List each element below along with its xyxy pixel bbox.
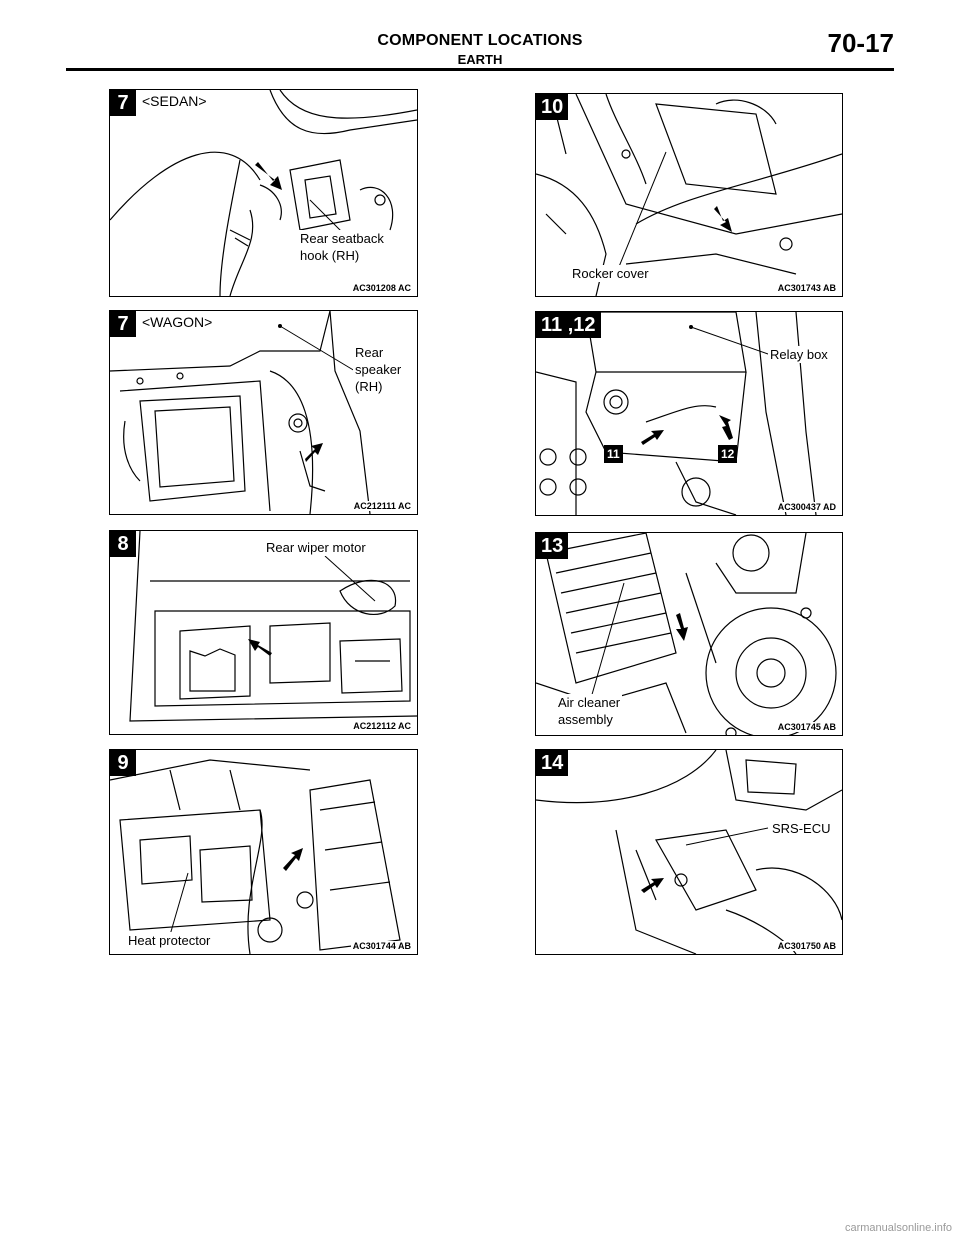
callout-rocker-cover: Rocker cover: [570, 265, 651, 282]
illustration-rear-seatback: [110, 90, 417, 296]
figure-number-badge: 11 ,12: [536, 312, 601, 338]
arrow-icon: [255, 162, 282, 190]
arrow-icon: [719, 415, 733, 440]
figure-number-badge: 9: [110, 750, 136, 776]
figure-code: AC300437 AD: [775, 502, 838, 512]
callout-rear-speaker: Rear speaker (RH): [353, 344, 404, 395]
arrow-icon: [248, 639, 272, 656]
figure-number-badge: 8: [110, 531, 136, 557]
arrow-icon: [676, 613, 688, 641]
arrow-icon: [641, 878, 664, 893]
figure-panel-7-wagon: 7 <WAGON> Rear speaker (RH) AC212111 AC: [109, 310, 418, 515]
figure-number-badge: 10: [536, 94, 569, 120]
callout-relay-box: Relay box: [768, 346, 830, 363]
figure-number-badge: 7: [110, 311, 136, 337]
figure-panel-11-12: 11 ,12 Relay box 11 12 AC300437 AD: [535, 311, 843, 516]
callout-srs-ecu: SRS-ECU: [770, 820, 833, 837]
illustration-rear-wiper-motor: [129, 531, 417, 722]
figure-code: AC212112 AC: [351, 721, 413, 731]
figure-number-badge: 13: [536, 533, 569, 559]
figure-code: AC301743 AB: [775, 283, 838, 293]
illustration-heat-protector: [110, 759, 401, 954]
illustration-rocker-cover: [536, 94, 842, 296]
page-title: COMPONENT LOCATIONS: [377, 32, 583, 49]
arrow-icon: [283, 848, 303, 871]
callout-rear-seatback-hook: Rear seatback hook (RH): [298, 230, 386, 264]
figure-code: AC301744 AB: [350, 941, 413, 951]
figure-panel-14: 14 SRS-ECU AC301750 AB: [535, 749, 843, 955]
arrow-icon: [714, 206, 732, 232]
watermark: carmanualsonline.info: [844, 1222, 952, 1234]
figure-code: AC301745 AB: [775, 722, 838, 732]
illustration-relay-box: [536, 312, 817, 515]
arrow-icon: [305, 443, 323, 462]
figure-code: AC301208 AC: [350, 283, 413, 293]
callout-rear-wiper-motor: Rear wiper motor: [264, 539, 368, 556]
illustration-air-cleaner: [536, 533, 837, 735]
callout-air-cleaner-assembly: Air cleaner assembly: [556, 694, 623, 728]
illustration-rear-speaker: [110, 311, 371, 514]
illustration-srs-ecu: [536, 750, 842, 954]
variant-label: <SEDAN>: [140, 93, 209, 109]
page-number: 70-17: [827, 28, 895, 58]
figure-code: AC301750 AB: [775, 941, 838, 951]
sub-badge-12: 12: [718, 445, 738, 463]
variant-label: <WAGON>: [140, 314, 215, 330]
figure-panel-13: 13 Air cleaner assembly AC301745 AB: [535, 532, 843, 736]
figure-panel-10: 10 Rocker cover AC301743 AB: [535, 93, 843, 297]
header-rule: [66, 68, 894, 71]
figure-code: AC212111 AC: [351, 501, 413, 511]
figure-number-badge: 14: [536, 750, 569, 776]
figure-panel-8: 8 Rear wiper motor AC212112 AC: [109, 530, 418, 735]
figure-number-badge: 7: [110, 90, 136, 116]
sub-badge-11: 11: [604, 445, 623, 463]
arrow-icon: [641, 430, 664, 445]
callout-heat-protector: Heat protector: [126, 932, 213, 949]
figure-panel-7-sedan: 7 <SEDAN> Rear seatback hook (RH) AC3012…: [109, 89, 418, 297]
figure-panel-9: 9 Heat protector AC301744 AB: [109, 749, 418, 955]
page-subtitle: EARTH: [457, 52, 503, 67]
